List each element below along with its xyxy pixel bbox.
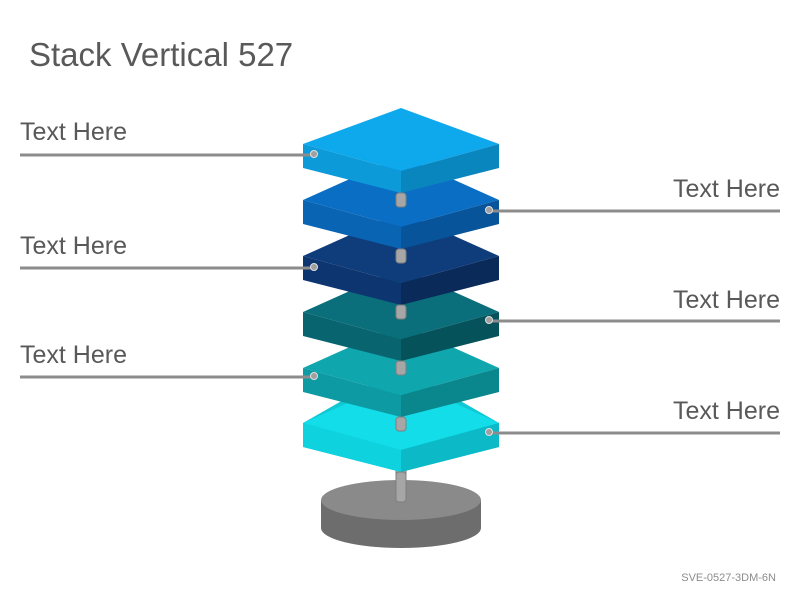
label-1: Text Here <box>20 118 127 146</box>
label-3: Text Here <box>20 232 127 260</box>
page-title: Stack Vertical 527 <box>29 36 294 73</box>
label-5: Text Here <box>20 341 127 369</box>
connector-4 <box>485 316 780 324</box>
base-pedestal <box>321 480 481 548</box>
connector-6 <box>485 428 780 436</box>
connector-2 <box>485 206 780 214</box>
connector-1 <box>20 150 318 158</box>
diagram-code: SVE-0527-3DM-6N <box>681 572 776 584</box>
connector-3 <box>20 263 318 271</box>
layer-1 <box>303 108 499 193</box>
label-2: Text Here <box>673 175 780 203</box>
label-4: Text Here <box>673 286 780 314</box>
label-6: Text Here <box>673 397 780 425</box>
connector-5 <box>20 372 318 380</box>
